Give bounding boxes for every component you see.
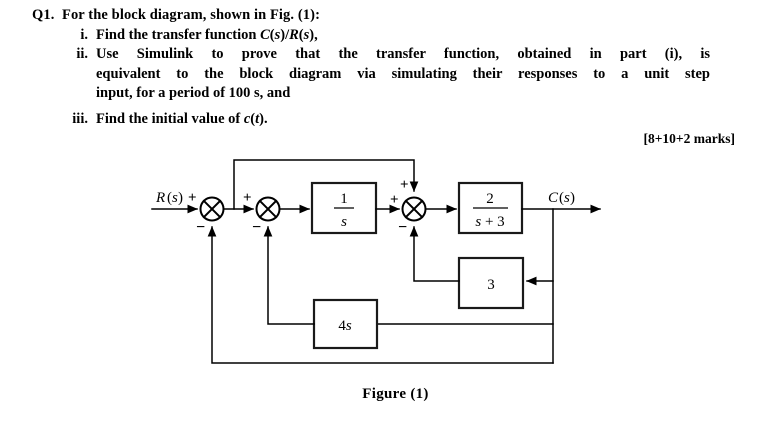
label-output-cs-paren2: )	[570, 190, 575, 206]
question-item-iii-number: iii.	[72, 111, 88, 127]
question-number: Q1.	[32, 7, 55, 23]
figure-area: R ( s ) C ( s ) + − + − + + − 1 s 2 s	[0, 148, 761, 437]
sign-sum1-plus: +	[188, 190, 197, 206]
feedforward-path-top	[233, 159, 419, 210]
label-output-cs-paren: (	[559, 190, 564, 206]
block-integrator-numerator: 1	[340, 191, 348, 207]
question-item-iii-text: Find the initial value of c(t).	[96, 111, 268, 127]
block-plant-numerator: 2	[486, 191, 494, 207]
marks-annotation: [8+10+2 marks]	[643, 131, 735, 146]
question-stem-text: For the block diagram, shown in Fig. (1)…	[62, 7, 320, 23]
question-item-ii: ii. Use Simulink to prove that the trans…	[62, 45, 710, 104]
label-output-cs-s: s	[564, 190, 570, 206]
feedback-path-gain3-to-sum3	[409, 226, 460, 282]
figure-caption-text: Figure (1)	[362, 386, 429, 402]
summing-junction-1-cross-b	[202, 199, 222, 219]
sign-sum3-minus: −	[398, 219, 407, 236]
figure-caption: Figure (1)	[0, 386, 761, 403]
question-item-ii-line2: equivalent to the block diagram via simu…	[96, 65, 710, 82]
block-gain-3	[457, 256, 525, 310]
label-input-rs-paren: (	[167, 190, 172, 206]
label-input-rs-paren2: )	[178, 190, 183, 206]
block-gain-4s-label: 4s	[338, 318, 352, 334]
question-item-ii-line3: input, for a period of 100 s, and	[96, 85, 291, 101]
label-input-rs-s: s	[172, 190, 178, 206]
label-input-rs: R	[155, 190, 165, 206]
question-item-ii-number: ii.	[76, 46, 88, 62]
block-plant-denominator: s + 3	[475, 214, 504, 230]
question-item-i-number: i.	[80, 27, 88, 43]
sign-sum3-plus-top: +	[400, 177, 409, 193]
question-item-i: i. Find the transfer function C(s)/R(s),	[62, 26, 722, 46]
feedback-path-outer-to-sum1	[207, 226, 554, 364]
block-diagram: R ( s ) C ( s ) + − + − + + − 1 s 2 s	[151, 159, 601, 364]
label-output-cs: C	[548, 190, 559, 206]
question-item-ii-text: Use Simulink to prove that the transfer …	[96, 45, 710, 104]
summing-junction-3-cross-b	[404, 199, 424, 219]
sign-sum2-minus: −	[252, 219, 261, 236]
block-gain-3-label: 3	[487, 277, 495, 293]
question-item-ii-line1: Use Simulink to prove that the transfer …	[96, 46, 710, 62]
feedback-path-gain4s-to-sum2	[263, 226, 315, 325]
question-item-iii: iii. Find the initial value of c(t).	[62, 110, 722, 130]
sign-sum3-plus-left: +	[390, 192, 399, 208]
block-gain-4s	[312, 298, 379, 350]
sign-sum2-plus: +	[243, 190, 252, 206]
block-integrator-denominator: s	[341, 214, 347, 230]
question-stem: Q1. For the block diagram, shown in Fig. …	[32, 6, 732, 25]
summing-junction-2-cross-b	[258, 199, 278, 219]
sign-sum1-minus: −	[196, 219, 205, 236]
question-item-i-text: Find the transfer function C(s)/R(s),	[96, 27, 318, 43]
